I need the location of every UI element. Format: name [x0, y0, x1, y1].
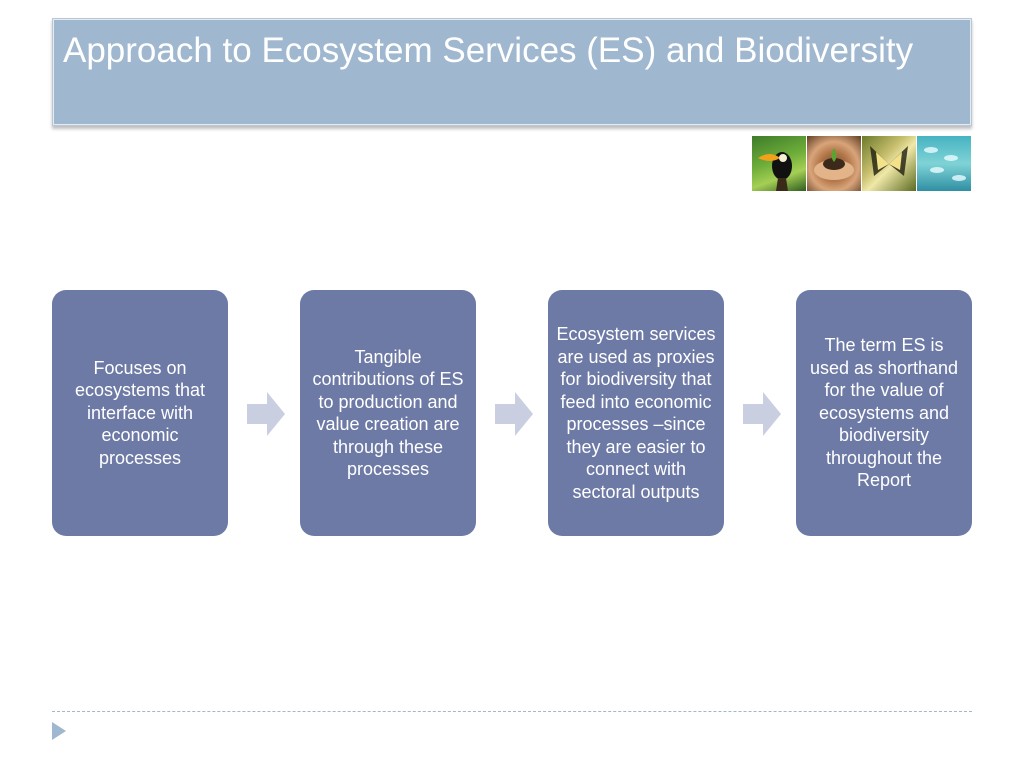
- toucan-image: [758, 152, 792, 191]
- flow-step-2-text: Tangible contributions of ES to producti…: [312, 346, 464, 480]
- toucan-photo: [752, 136, 806, 191]
- right-arrow-icon: [495, 392, 533, 436]
- footer-divider: [52, 711, 972, 712]
- title-bar: Approach to Ecosystem Services (ES) and …: [52, 18, 972, 126]
- flow-step-4: The term ES is used as shorthand for the…: [796, 290, 972, 536]
- slide-title: Approach to Ecosystem Services (ES) and …: [63, 31, 914, 70]
- flow-step-2: Tangible contributions of ES to producti…: [300, 290, 476, 536]
- butterfly-photo: [862, 136, 916, 191]
- flow-step-4-text: The term ES is used as shorthand for the…: [809, 335, 959, 491]
- hands-with-soil-photo: [807, 136, 861, 191]
- flow-step-1: Focuses on ecosystems that interface wit…: [52, 290, 228, 536]
- right-arrow-icon: [247, 392, 285, 436]
- flow-step-3-text: Ecosystem services are used as proxies f…: [556, 324, 716, 502]
- fish-image: [924, 147, 966, 181]
- hands-image: [814, 148, 854, 180]
- fish-school-photo: [917, 136, 971, 191]
- butterfly-image: [870, 146, 908, 176]
- photo-strip: [752, 136, 971, 191]
- play-triangle-icon: [52, 722, 66, 740]
- flow-step-1-text: Focuses on ecosystems that interface wit…: [74, 357, 206, 468]
- process-flow-diagram: Focuses on ecosystems that interface wit…: [52, 290, 972, 536]
- right-arrow-icon: [743, 392, 781, 436]
- flow-step-3: Ecosystem services are used as proxies f…: [548, 290, 724, 536]
